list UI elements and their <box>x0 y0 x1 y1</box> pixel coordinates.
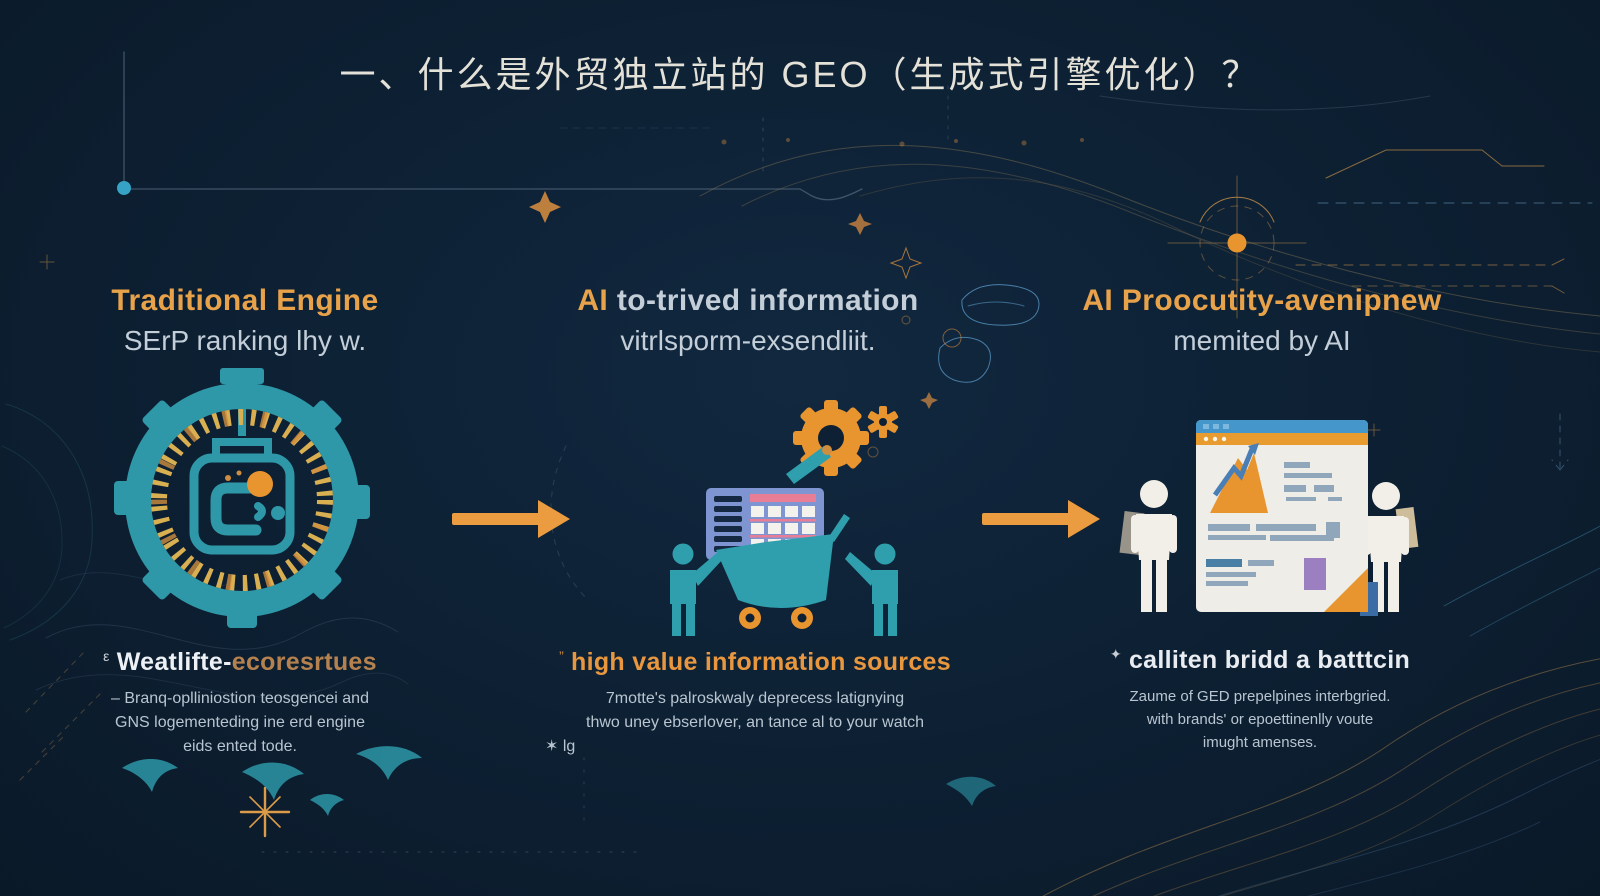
footer-title-text: high value information sources <box>571 648 951 676</box>
person-figure-right <box>845 543 898 636</box>
footer-title-text: calliten bridd a batttcin <box>1128 646 1411 674</box>
column-heading: Traditional Engine <box>111 284 379 317</box>
column-traditional-footer: ε Weatlifte-ecoresrtues – Branq-opllinios… <box>35 648 445 759</box>
footer-prefix-glyph: ✦ <box>1109 646 1122 662</box>
footer-description: 7motte's palroskwaly deprecess latignyin… <box>515 687 995 759</box>
column-ai-productivity-heading: AI Proocutity-avenipnew memited by AI <box>1052 284 1472 357</box>
footer-description: Zaume of GED prepelpines interbgried. wi… <box>1060 685 1460 754</box>
description-line: – Branq-oplliniostion teosgencei and <box>111 690 369 707</box>
page-title: 一、什么是外贸独立站的 GEO（生成式引擎优化）？ <box>339 54 1261 95</box>
shopping-cart <box>716 514 850 629</box>
column-heading: AI Proocutity-avenipnew <box>1082 284 1442 317</box>
footer-title-accent: ecoresrtues <box>231 648 377 676</box>
heading-accent: AI <box>577 284 609 317</box>
description-line: ✶ lg <box>545 738 576 755</box>
cart-data-panel-gears-icon <box>638 386 920 638</box>
column-subheading: SErP ranking lhy w. <box>123 325 367 356</box>
description-line: Zaume of GED prepelpines interbgried. <box>1129 688 1391 705</box>
scoop-handle <box>786 445 832 484</box>
footer-title: ✦ calliten bridd a batttcin <box>1060 646 1460 675</box>
footer-title: ε Weatlifte-ecoresrtues <box>35 648 445 677</box>
column-heading: AI to-trived information <box>513 284 983 318</box>
description-line: imught amenses. <box>1202 734 1318 751</box>
description-line: GNS logementeding ine erd engine <box>115 714 365 731</box>
right-arrow-icon <box>452 496 572 542</box>
heading-rest: to-trived information <box>608 284 919 317</box>
person-figure-left <box>670 543 723 636</box>
footer-prefix-glyph: ” <box>559 648 565 664</box>
report-window <box>1196 420 1378 616</box>
gear-ring <box>114 368 370 628</box>
footer-description: – Branq-oplliniostion teosgencei and GNS… <box>35 687 445 759</box>
column-subheading: memited by AI <box>1173 325 1351 356</box>
person-figure-left <box>1119 480 1177 612</box>
person-figure-right <box>1363 482 1419 612</box>
description-line: 7motte's palroskwaly deprecess latignyin… <box>605 690 905 707</box>
footer-title-main: Weatlifte- <box>116 648 232 676</box>
report-window-with-people-icon <box>1088 396 1430 634</box>
column-ai-productivity-footer: ✦ calliten bridd a batttcin Zaume of GED … <box>1060 646 1460 754</box>
gear-search-engine-icon <box>108 366 376 634</box>
description-line: thwo uney ebserlover, an tance al to you… <box>586 714 924 731</box>
engine-core <box>189 438 295 555</box>
description-line: eids ented tode. <box>183 738 297 755</box>
column-traditional-heading: Traditional Engine SErP ranking lhy w. <box>40 284 450 357</box>
description-line: with brands' or epoettinenlly voute <box>1146 711 1374 728</box>
column-information-sources-footer: ” high value information sources 7motte's… <box>515 648 995 759</box>
column-ai-information-heading: AI to-trived information vitrlsporm-exse… <box>513 284 983 357</box>
right-arrow-icon <box>982 496 1102 542</box>
column-subheading: vitrlsporm-exsendliit. <box>620 325 876 356</box>
small-gear-icon <box>867 406 899 438</box>
footer-prefix-glyph: ε <box>103 648 110 664</box>
footer-title: ” high value information sources <box>515 648 995 677</box>
